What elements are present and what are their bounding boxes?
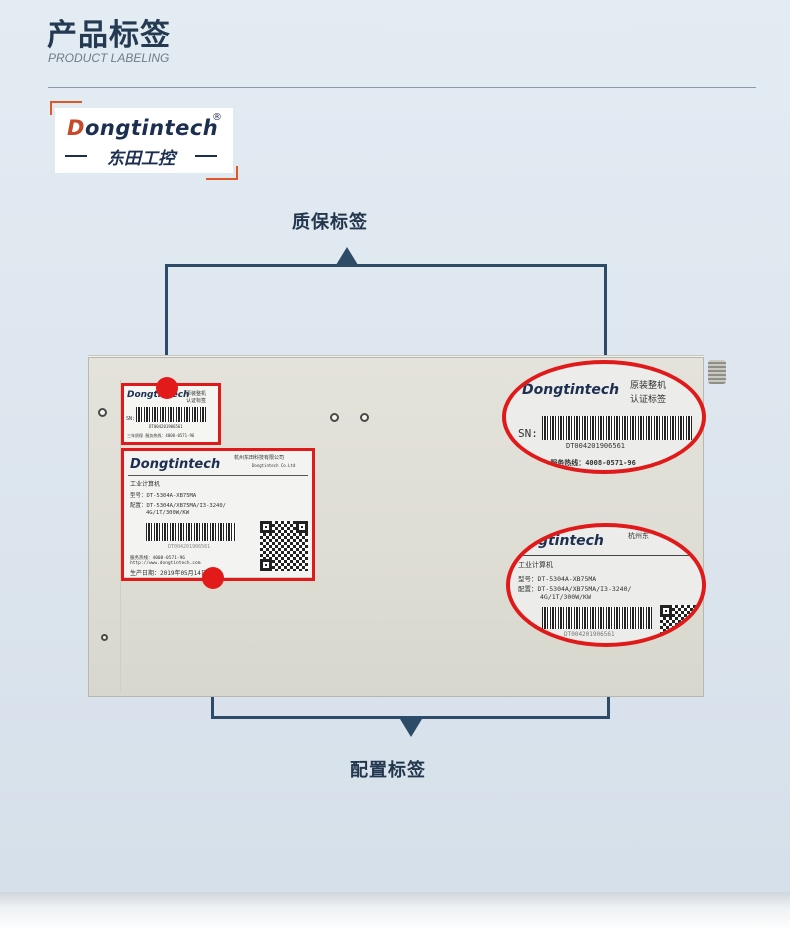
zoom-brand: ngtintech <box>528 533 604 549</box>
screw-icon <box>98 408 107 417</box>
antenna-knob <box>708 360 726 384</box>
qr-finder <box>660 605 672 617</box>
logo-dash <box>65 155 87 157</box>
sticker-product: 工业计算机 <box>130 481 161 488</box>
connector-line <box>165 264 607 267</box>
brand-logo: Dongtintech ® 东田工控 <box>55 108 233 173</box>
arrow-down-icon <box>400 719 422 737</box>
connector-line <box>211 716 610 719</box>
config-label-caption: 配置标签 <box>350 760 426 781</box>
zoom-serial: DT004201906561 <box>566 442 626 450</box>
qr-finder <box>260 559 272 571</box>
logo-frame-corner <box>50 101 82 115</box>
barcode <box>542 607 652 629</box>
zoom-title: 认证标签 <box>630 395 667 405</box>
bottom-shadow <box>0 892 790 931</box>
screw-icon <box>330 413 339 422</box>
sticker-sn: SN: <box>126 416 136 422</box>
highlight-box <box>121 448 315 581</box>
zoom-service: 质保 服务热线：4008-0571-96 <box>532 459 636 467</box>
marker-dot <box>156 377 178 399</box>
page-title: 产品标签 <box>47 18 171 53</box>
zoom-config: ngtintech 杭州东 工业计算机 型号：DT-5304A-XB75MA 配… <box>506 523 706 647</box>
sticker-service: 三年质保 服务热线：4008-0571-96 <box>127 433 195 438</box>
connector-line <box>165 264 168 384</box>
sticker-brand: Dongtintech <box>130 457 221 472</box>
sticker-serial: DT004201906561 <box>149 424 183 429</box>
page-subtitle: PRODUCT LABELING <box>48 51 170 65</box>
zoom-title: 原装整机 <box>630 381 667 391</box>
qr-finder <box>260 521 272 533</box>
logo-cn-name: 东田工控 <box>107 148 175 169</box>
sticker-serial: DT004201906561 <box>168 544 211 550</box>
zoom-sn: SN: <box>518 427 538 440</box>
title-divider <box>48 87 756 88</box>
zoom-config-line: 配置：DT-5304A/XB75MA/I3-3240/ <box>518 585 632 593</box>
logo-cn-row: 东田工控 <box>65 146 217 169</box>
zoom-config-line: 4G/1T/300W/KW <box>540 593 591 601</box>
warranty-sticker: Dongtintech 原装整机 认证标签 SN: DT004201906561… <box>123 385 219 443</box>
zoom-product: 工业计算机 <box>518 561 553 569</box>
sticker-company: 杭州东田科技有限公司 <box>234 455 285 461</box>
sticker-model: 型号：DT-5304A-XB75MA <box>130 493 197 499</box>
sticker-date: 生产日期：2019年05月14日 <box>130 570 207 577</box>
logo-dash <box>195 155 217 157</box>
zoom-brand: Dongtintech <box>522 382 620 398</box>
zoom-warranty: Dongtintech 原装整机 认证标签 SN: DT004201906561… <box>502 360 706 474</box>
screw-icon <box>360 413 369 422</box>
sticker-website: http://www.dongtintech.com <box>130 561 201 566</box>
qr-finder <box>296 521 308 533</box>
chassis-seam <box>120 380 121 692</box>
sticker-title: 原装整机 <box>186 391 207 397</box>
sticker-title: 认证标签 <box>186 398 207 404</box>
sticker-config: 配置：DT-5304A/XB75MA/I3-3240/ <box>130 503 226 509</box>
connector-line <box>604 264 607 360</box>
sticker-divider <box>128 475 308 476</box>
logo-wordmark: Dongtintech <box>67 116 219 140</box>
arrow-up-icon <box>336 247 358 265</box>
warranty-label-caption: 质保标签 <box>292 212 368 233</box>
sticker-company-en: Dongtintech Co.Ltd <box>252 463 296 468</box>
marker-dot <box>202 567 224 589</box>
zoom-model: 型号：DT-5304A-XB75MA <box>518 575 597 583</box>
sticker-hotline: 服务热线：4008-0571-96 <box>130 556 186 561</box>
registered-mark: ® <box>212 112 222 123</box>
zoom-serial: DT004201906561 <box>564 631 615 638</box>
sticker-config: 4G/1T/300W/KW <box>146 510 190 516</box>
barcode <box>542 416 692 440</box>
zoom-company: 杭州东 <box>628 532 649 540</box>
screw-icon <box>101 634 108 641</box>
barcode <box>136 407 206 422</box>
zoom-divider <box>510 555 702 556</box>
barcode <box>146 523 236 541</box>
logo-frame-corner <box>206 166 238 180</box>
